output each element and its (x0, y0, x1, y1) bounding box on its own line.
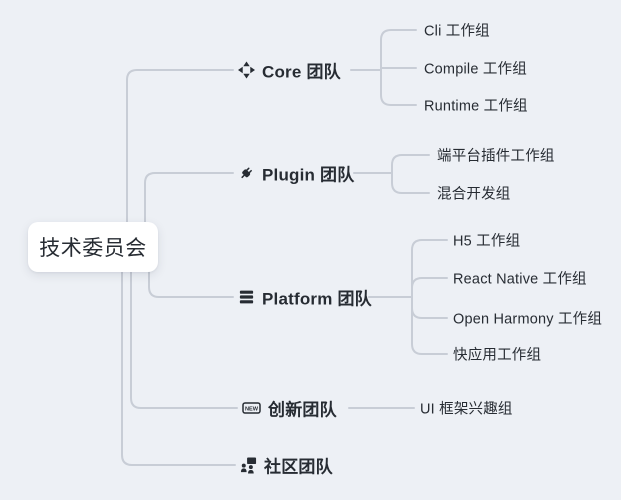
workgroup-label: React Native 工作组 (453, 271, 587, 288)
root-node[interactable]: 技术委员会 (28, 222, 158, 272)
workgroup-label: 端平台插件工作组 (437, 148, 555, 165)
workgroup-label: 快应用工作组 (453, 347, 542, 364)
team-label: 创新团队 (268, 400, 337, 420)
workgroup-label: Open Harmony 工作组 (453, 311, 603, 328)
workgroup-node-hybrid-dev[interactable]: 混合开发组 (437, 183, 511, 204)
workgroup-label: Compile 工作组 (424, 61, 527, 78)
plugin-icon (238, 165, 255, 182)
team-node-community[interactable]: 社区团队 (240, 453, 333, 478)
workgroup-node-quickapp[interactable]: 快应用工作组 (453, 344, 541, 365)
team-label: 社区团队 (264, 457, 333, 477)
workgroup-node-open-harmony[interactable]: Open Harmony 工作组 (453, 308, 602, 329)
community-icon (240, 457, 257, 474)
team-node-plugin[interactable]: Plugin 团队 (238, 161, 354, 186)
core-icon (238, 61, 255, 79)
team-node-core[interactable]: Core 团队 (238, 58, 341, 83)
workgroup-label: Runtime 工作组 (424, 98, 528, 115)
new-badge-icon: NEW (242, 401, 261, 416)
svg-text:NEW: NEW (245, 407, 259, 413)
workgroup-node-platform-plugin[interactable]: 端平台插件工作组 (437, 145, 555, 166)
team-node-innovation[interactable]: NEW 创新团队 (242, 396, 337, 421)
platform-stack-icon (238, 289, 255, 306)
workgroup-node-cli[interactable]: Cli 工作组 (424, 20, 490, 41)
team-label: Platform 团队 (262, 289, 372, 309)
workgroup-node-ui-framework[interactable]: UI 框架兴趣组 (420, 398, 513, 419)
team-label: Core 团队 (262, 62, 341, 82)
team-node-platform[interactable]: Platform 团队 (238, 285, 372, 310)
workgroup-label: 混合开发组 (437, 186, 511, 203)
team-label: Plugin 团队 (262, 165, 355, 185)
workgroup-label: Cli 工作组 (424, 23, 490, 40)
workgroup-node-compile[interactable]: Compile 工作组 (424, 58, 527, 79)
workgroup-label: H5 工作组 (453, 233, 521, 250)
root-node-label: 技术委员会 (39, 237, 147, 260)
workgroup-node-react-native[interactable]: React Native 工作组 (453, 268, 587, 289)
workgroup-node-runtime[interactable]: Runtime 工作组 (424, 95, 528, 116)
workgroup-node-h5[interactable]: H5 工作组 (453, 230, 520, 251)
workgroup-label: UI 框架兴趣组 (420, 401, 513, 418)
